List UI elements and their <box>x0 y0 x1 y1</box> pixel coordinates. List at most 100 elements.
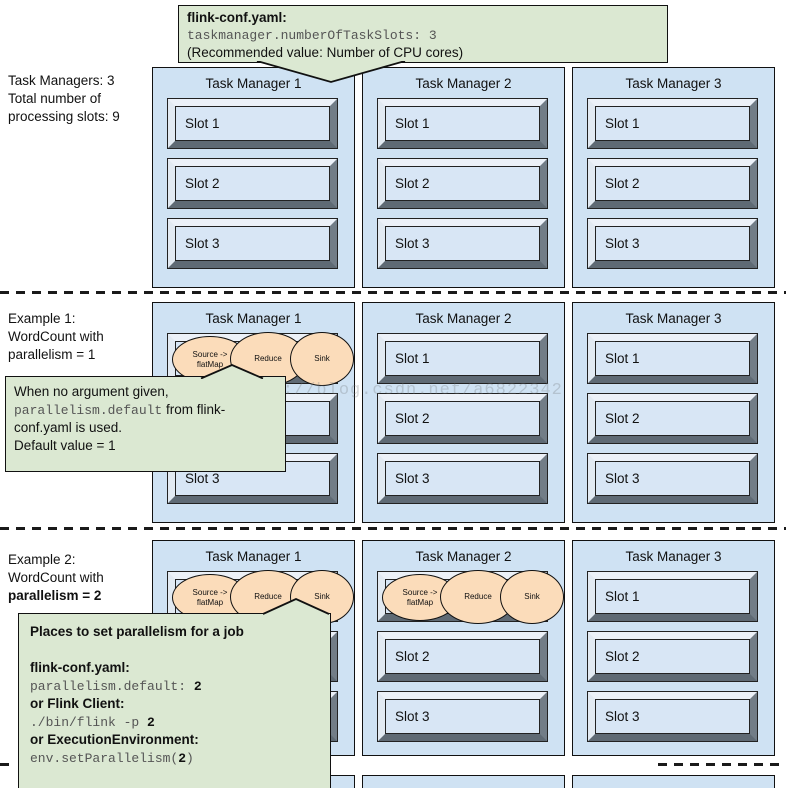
callout-ex1-line: parallelism.default from flink- <box>14 401 226 418</box>
callout-pointer-up <box>200 364 264 379</box>
slot: Slot 1 <box>167 98 338 149</box>
section-divider <box>0 291 786 294</box>
slot: Slot 1 <box>587 98 758 149</box>
slot-label: Slot 3 <box>185 471 220 486</box>
task-manager-box: Task Manager 3 Slot 1 Slot 2 Slot 3 <box>572 67 775 288</box>
overview-label: Task Managers: 3 Total number of process… <box>8 72 120 126</box>
slot-label: Slot 1 <box>605 116 640 131</box>
slot: Slot 2 <box>377 631 548 682</box>
task-manager-box <box>572 775 775 788</box>
slot-label: Slot 3 <box>605 236 640 251</box>
callout-pointer-up <box>262 598 330 615</box>
overview-label-line: Total number of <box>8 90 102 106</box>
slot-label: Slot 3 <box>395 471 430 486</box>
callout-set-parallelism: Places to set parallelism for a job flin… <box>18 613 331 788</box>
task-manager-title: Task Manager 2 <box>415 311 512 326</box>
callout-ex2-option-code: env.setParallelism(2) <box>30 750 194 766</box>
slot-label: Slot 3 <box>605 471 640 486</box>
example2-label-line: Example 2: <box>8 552 76 567</box>
callout-ex2-option-code: ./bin/flink -p 2 <box>30 714 155 730</box>
callout-ex1-line: Default value = 1 <box>14 437 116 453</box>
slot: Slot 2 <box>587 631 758 682</box>
task-manager-box <box>362 775 565 788</box>
task-manager-title: Task Manager 3 <box>625 76 722 91</box>
callout-config-file: flink-conf.yaml: <box>187 10 287 25</box>
task-manager-title: Task Manager 2 <box>415 549 512 564</box>
slot-label: Slot 3 <box>395 236 430 251</box>
slot-label: Slot 1 <box>395 116 430 131</box>
slot: Slot 3 <box>377 691 548 742</box>
example1-label-line: Example 1: <box>8 311 76 326</box>
task-manager-box: Task Manager 2 Slot 1 Slot 2 Slot 3 <box>362 67 565 288</box>
callout-config-note: (Recommended value: Number of CPU cores) <box>187 44 464 60</box>
task-manager-box: Task Manager 1 Slot 1 Slot 2 Slot 3 <box>152 67 355 288</box>
slot: Slot 2 <box>377 393 548 444</box>
slot: Slot 3 <box>587 691 758 742</box>
callout-default-parallelism: When no argument given, parallelism.defa… <box>5 376 286 472</box>
task-manager-title: Task Manager 2 <box>415 76 512 91</box>
slot-label: Slot 2 <box>395 411 430 426</box>
slot-label: Slot 1 <box>395 351 430 366</box>
example2-label: Example 2: WordCount with parallelism = … <box>8 551 104 605</box>
example1-label-line: parallelism = 1 <box>8 346 96 362</box>
callout-config-code: taskmanager.numberOfTaskSlots: 3 <box>187 27 437 43</box>
slot: Slot 1 <box>587 333 758 384</box>
slot-label: Slot 3 <box>185 236 220 251</box>
example2-label-line: parallelism = 2 <box>8 587 102 603</box>
task-manager-box: Task Manager 3 Slot 1 Slot 2 Slot 3 <box>572 302 775 523</box>
watermark-text: http://blog.csdn.net/a6822342 <box>238 381 563 400</box>
slot: Slot 3 <box>167 218 338 269</box>
slot: Slot 2 <box>167 158 338 209</box>
task-manager-title: Task Manager 3 <box>625 311 722 326</box>
callout-ex2-option-label: flink-conf.yaml: <box>30 660 130 676</box>
callout-ex2-title: Places to set parallelism for a job <box>30 624 244 639</box>
slot-label: Slot 2 <box>185 176 220 191</box>
slot-label: Slot 1 <box>605 589 640 604</box>
slot: Slot 1 <box>377 98 548 149</box>
slot-label: Slot 1 <box>185 116 220 131</box>
slot-label: Slot 2 <box>605 176 640 191</box>
task-manager-box: Task Manager 3 Slot 1 Slot 2 Slot 3 <box>572 540 775 756</box>
callout-ex2-option-label: or ExecutionEnvironment: <box>30 732 199 748</box>
slot: Slot 3 <box>377 453 548 504</box>
task-manager-title: Task Manager 1 <box>205 549 302 564</box>
task-ellipse: Sink <box>500 570 564 624</box>
example1-label-line: WordCount with <box>8 328 104 344</box>
callout-ex1-code: parallelism.default <box>14 402 163 418</box>
task-ellipse: Sink <box>290 332 354 386</box>
callout-pointer-down <box>256 61 406 83</box>
task-manager-title: Task Manager 1 <box>205 311 302 326</box>
slot: Slot 1 <box>587 571 758 622</box>
task-manager-title: Task Manager 3 <box>625 549 722 564</box>
callout-ex1-line: conf.yaml is used. <box>14 419 123 435</box>
slot: Slot 1 <box>377 333 548 384</box>
example1-label: Example 1: WordCount with parallelism = … <box>8 310 104 364</box>
slot: Slot 2 <box>587 393 758 444</box>
callout-taskslots-config: flink-conf.yaml: taskmanager.numberOfTas… <box>178 5 668 63</box>
slot: Slot 2 <box>377 158 548 209</box>
slot-label: Slot 3 <box>395 709 430 724</box>
slot-label: Slot 2 <box>605 649 640 664</box>
slot-label: Slot 3 <box>605 709 640 724</box>
slot-label: Slot 1 <box>605 351 640 366</box>
section-divider <box>658 763 786 766</box>
slot-label: Slot 2 <box>395 176 430 191</box>
section-divider <box>0 527 786 530</box>
task-manager-box: Task Manager 2 Slot 1 Slot 2 Slot 3 <box>362 302 565 523</box>
slot-label: Slot 2 <box>395 649 430 664</box>
slot: Slot 3 <box>587 453 758 504</box>
slot: Slot 2 <box>587 158 758 209</box>
callout-ex1-line: When no argument given, <box>14 384 169 399</box>
callout-ex2-option-label: or Flink Client: <box>30 696 125 712</box>
slot: Slot 3 <box>587 218 758 269</box>
callout-ex2-option-code: parallelism.default: 2 <box>30 678 202 694</box>
example2-label-line: WordCount with <box>8 569 104 585</box>
overview-label-line: Task Managers: 3 <box>8 73 115 88</box>
overview-label-line: processing slots: 9 <box>8 108 120 124</box>
slot-label: Slot 2 <box>605 411 640 426</box>
task-manager-title: Task Manager 1 <box>205 76 302 91</box>
